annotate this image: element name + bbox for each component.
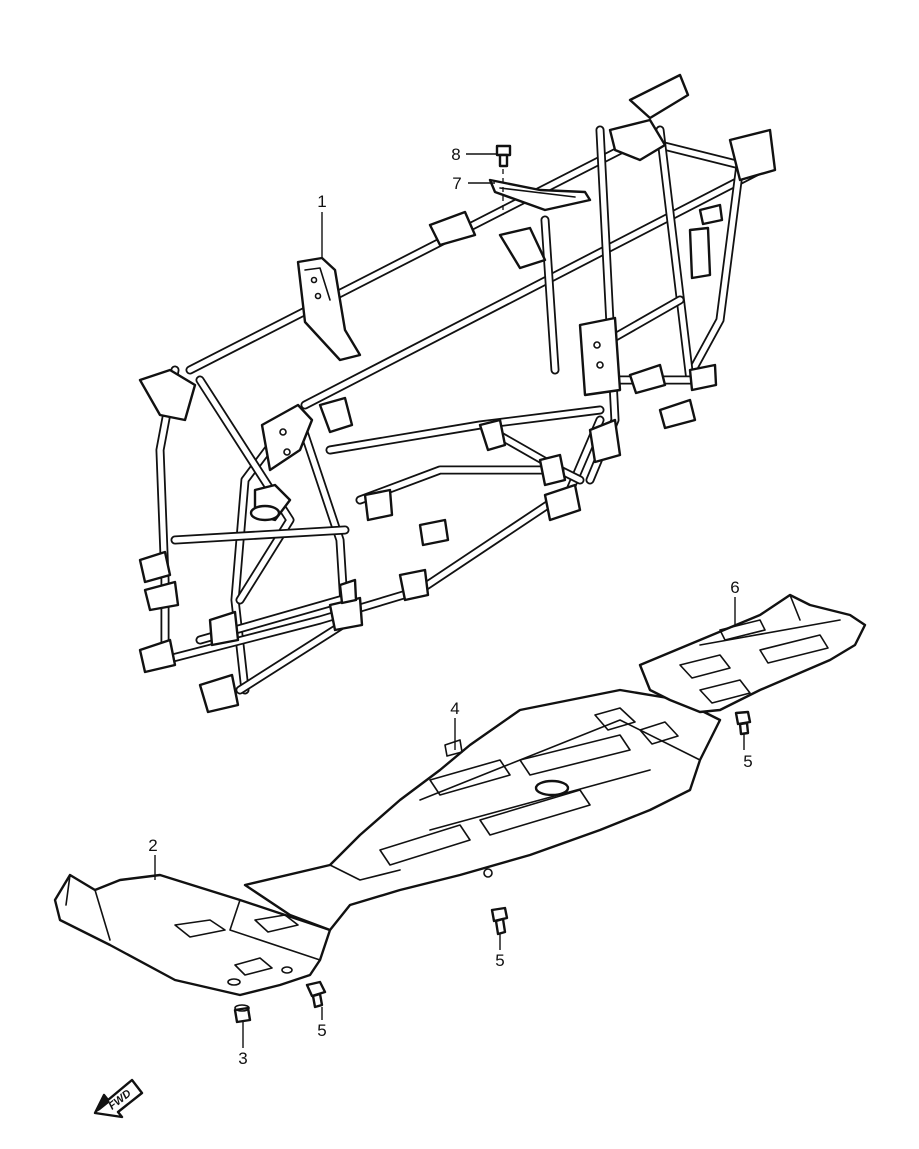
callout-7: 7 — [452, 174, 461, 193]
callout-5-front: 5 — [317, 1021, 326, 1040]
callout-8: 8 — [451, 145, 460, 164]
leader-lines — [154, 153, 745, 1048]
forward-direction-arrow: FWD — [93, 1078, 144, 1119]
bolt-part-5-center — [490, 906, 509, 936]
bolt-part-8 — [495, 144, 512, 168]
frame-assembly — [138, 73, 777, 714]
bracket-part-7 — [488, 160, 592, 215]
callout-3: 3 — [238, 1049, 247, 1068]
bolt-part-5-rear — [734, 710, 752, 736]
center-skid-plate — [243, 688, 722, 932]
callout-5-rear: 5 — [743, 752, 752, 771]
bolt-part-5-front — [305, 980, 327, 1009]
callout-2: 2 — [148, 836, 157, 855]
nut-part-3 — [233, 1004, 252, 1024]
front-skid-plate — [53, 873, 332, 997]
callout-1: 1 — [317, 192, 326, 211]
callout-4: 4 — [450, 699, 459, 718]
callout-5-center: 5 — [495, 951, 504, 970]
callout-6: 6 — [730, 578, 739, 597]
rear-skid-plate — [638, 593, 867, 714]
